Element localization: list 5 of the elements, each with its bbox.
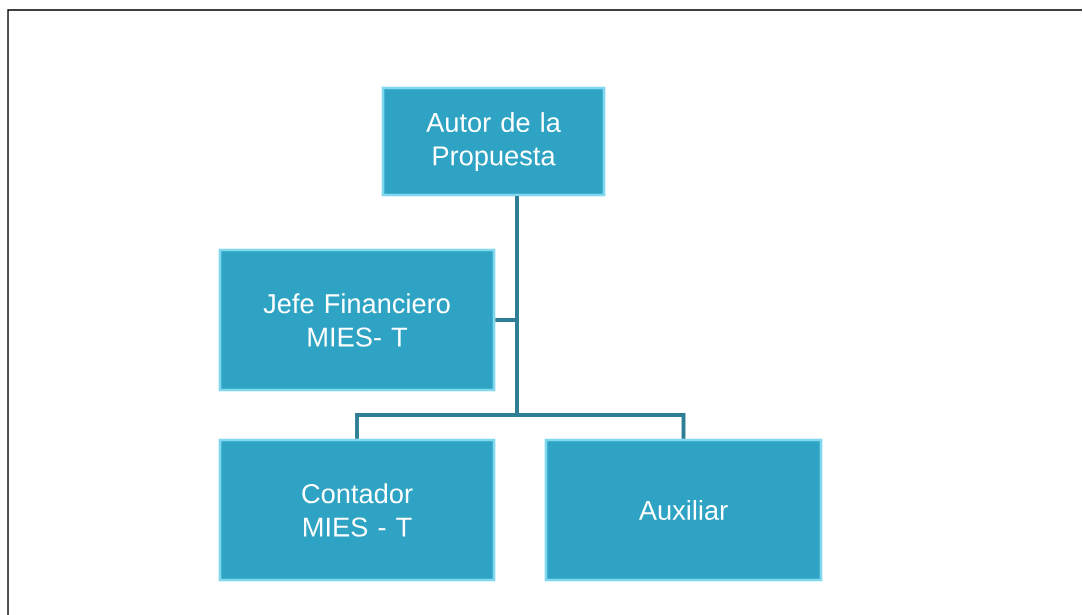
org-box: Jefe Financiero MIES- T	[218, 248, 496, 392]
org-box: Auxiliar	[544, 438, 823, 582]
org-box: Contador MIES - T	[218, 438, 496, 582]
org-box: Autor de la Propuesta	[381, 86, 606, 197]
connector-line	[515, 196, 686, 439]
